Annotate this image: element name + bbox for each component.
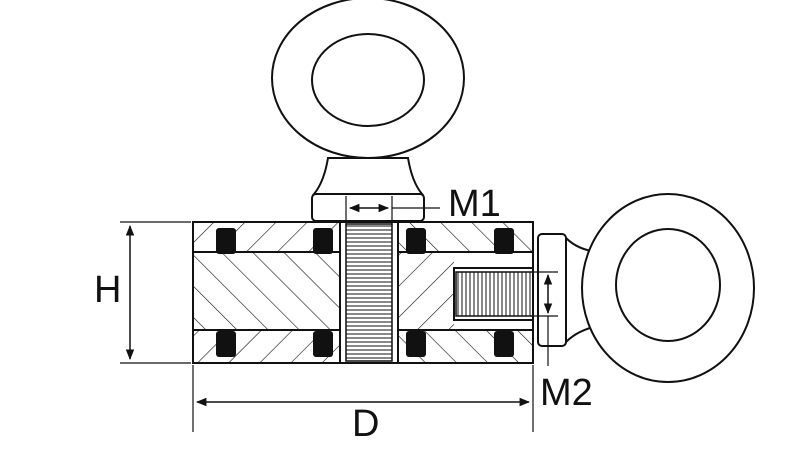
seal-ring: [494, 228, 514, 254]
label-d: D: [352, 403, 379, 445]
label-h: H: [94, 269, 121, 311]
top-eye-neck: [311, 157, 425, 195]
vertical-thread: [345, 223, 393, 362]
label-m1: M1: [448, 183, 501, 225]
seal-ring: [406, 228, 426, 254]
side-eye-ring-inner: [615, 228, 721, 342]
label-m2: M2: [540, 372, 593, 414]
magnet-body: [192, 221, 534, 364]
top-eye-ring-inner: [311, 33, 425, 127]
seal-ring: [313, 331, 333, 357]
side-eye-collar: [537, 233, 567, 347]
right-hatch-core: [398, 252, 454, 330]
seal-ring: [216, 331, 236, 357]
dimension-m1: [345, 196, 440, 226]
dimension-d: [192, 365, 534, 432]
top-eye-bolt: [271, 0, 465, 222]
seal-ring: [313, 228, 333, 254]
left-hatch-core: [193, 252, 340, 330]
seal-rings: [216, 228, 514, 357]
side-eye-bolt: [537, 193, 755, 383]
dimension-h: [120, 221, 191, 364]
seal-ring: [494, 331, 514, 357]
horizontal-thread: [455, 271, 534, 317]
dimension-m2: [533, 271, 558, 366]
seal-ring: [216, 228, 236, 254]
seal-ring: [406, 331, 426, 357]
